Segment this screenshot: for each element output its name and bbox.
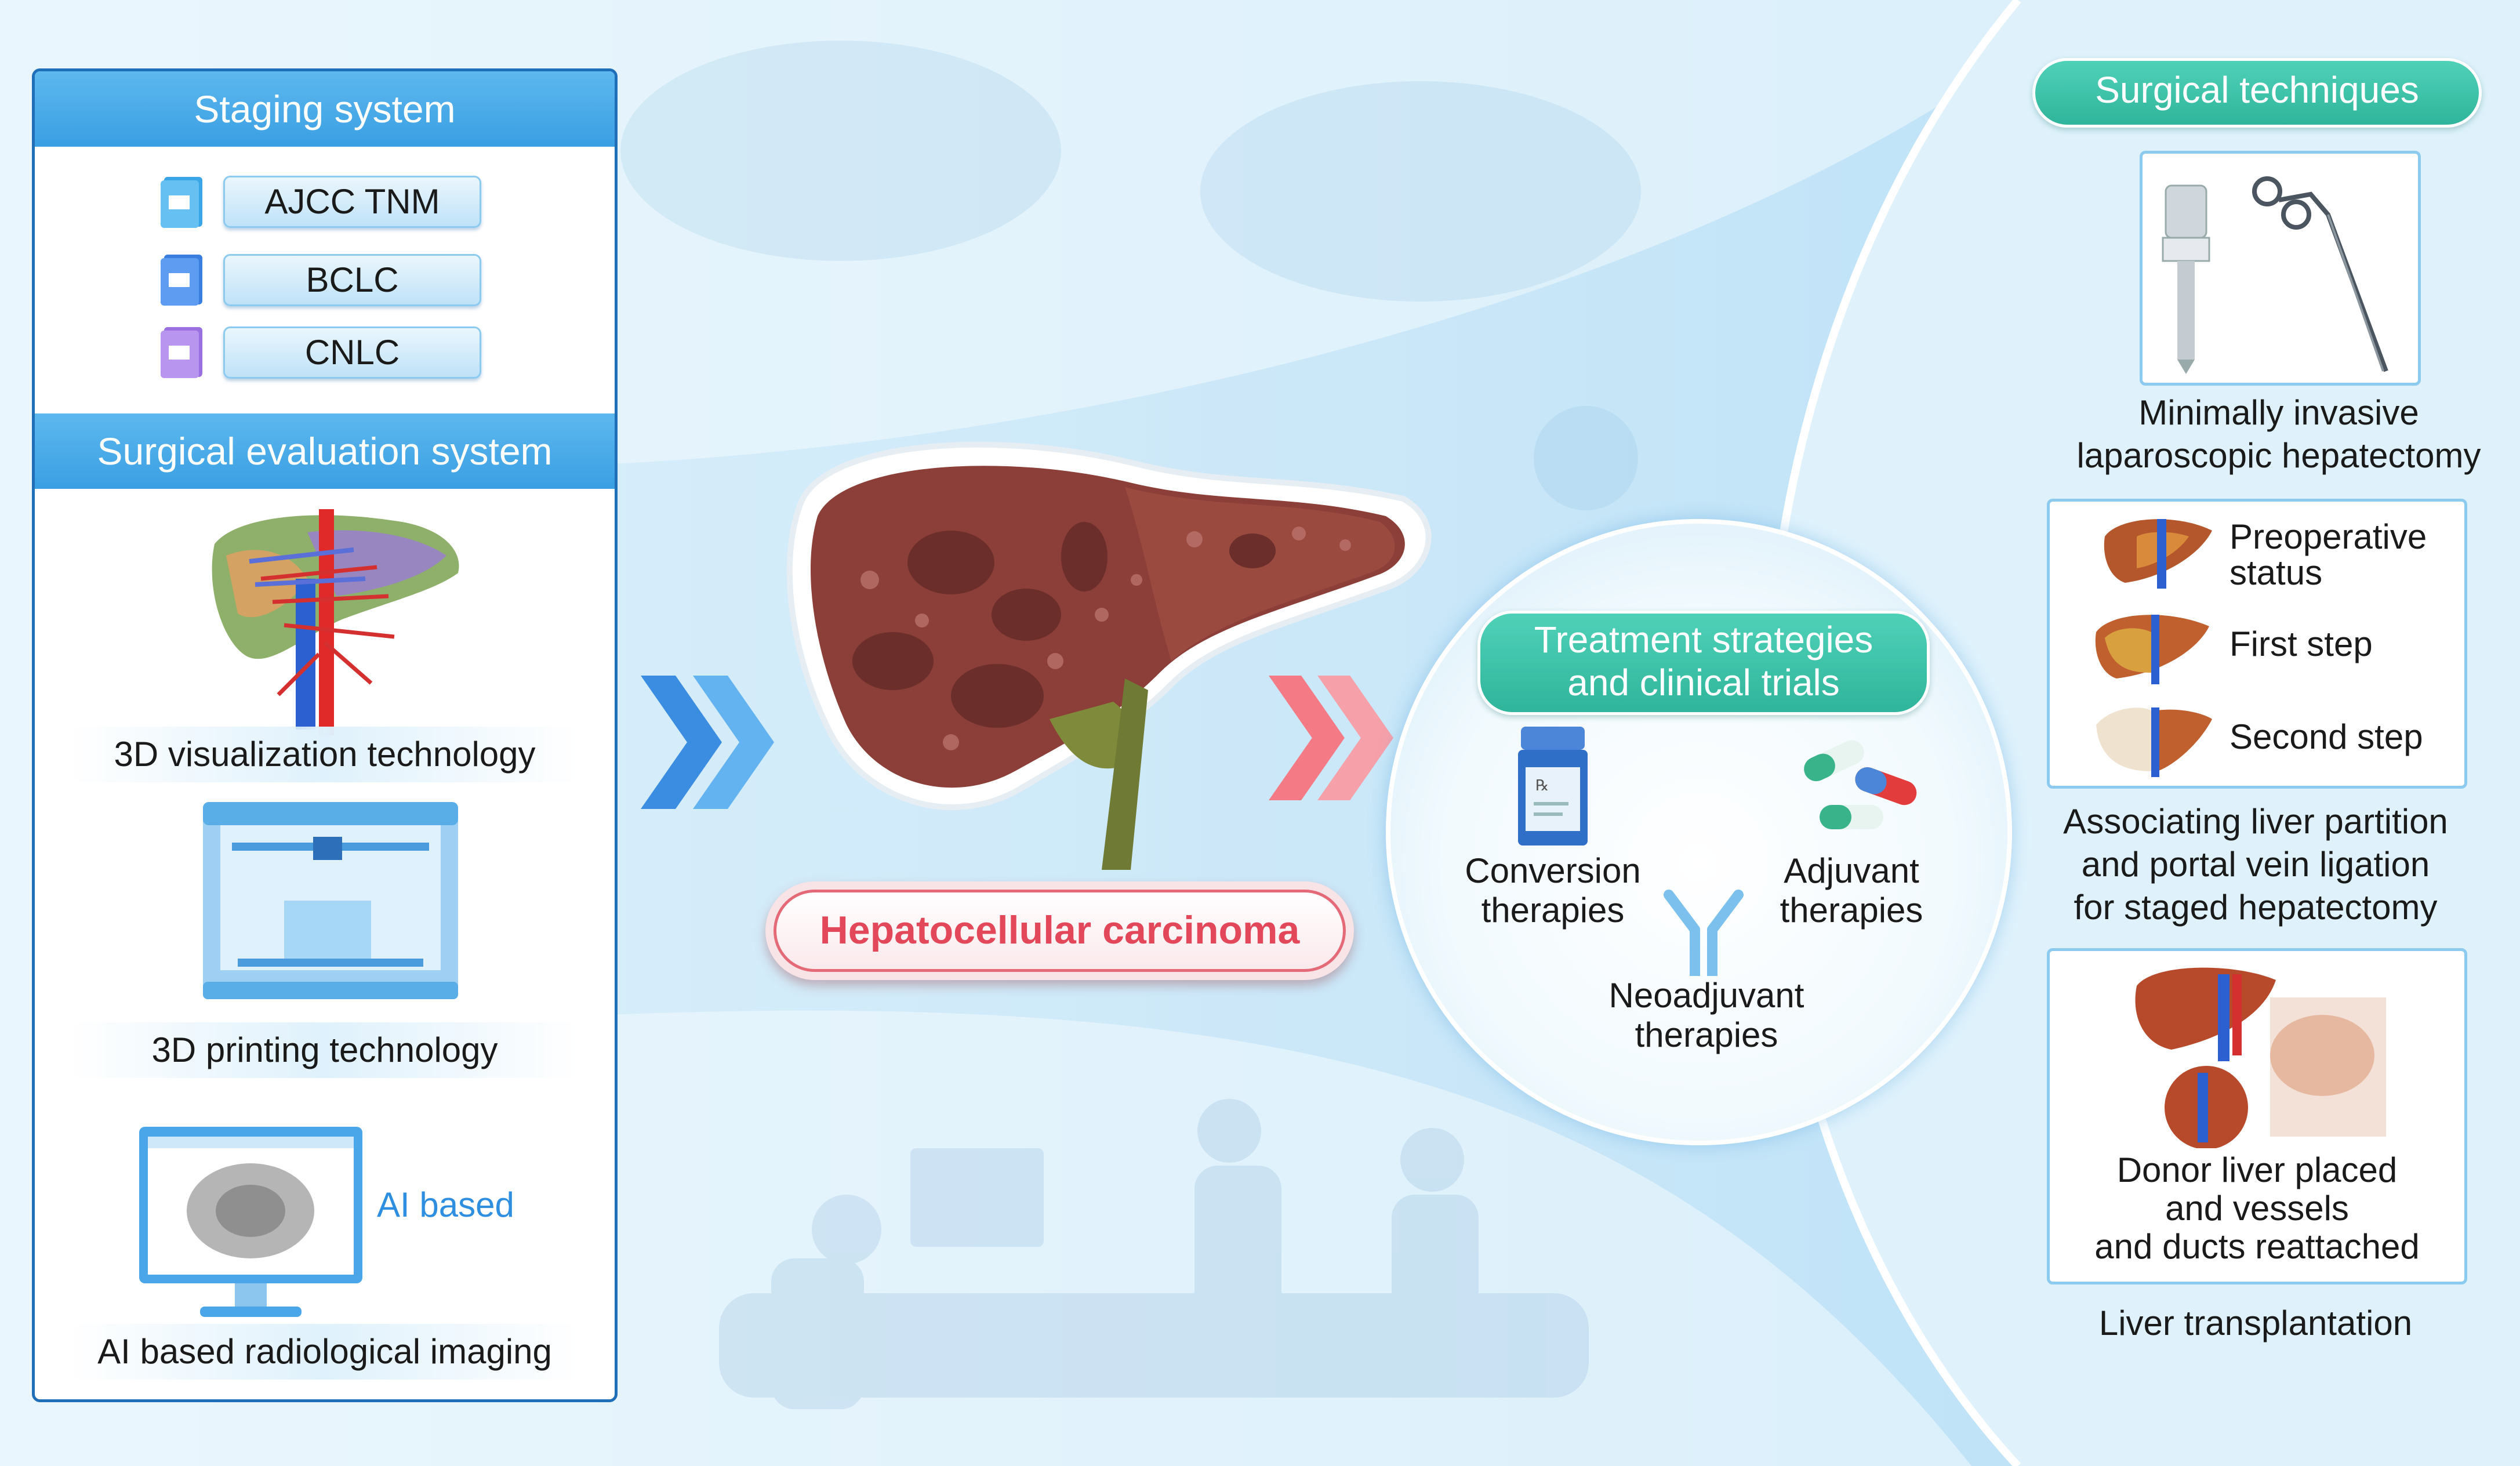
laparoscopic-instruments-icon <box>2162 176 2388 374</box>
laparoscopic-image-box <box>2140 151 2421 386</box>
neoadjuvant-line1: Neoadjuvant <box>1608 976 1804 1015</box>
liver-transplant-icon <box>2135 967 2386 1148</box>
left-panel: Staging system AJCC TNM BCLC CNLC Surgic… <box>32 68 618 1402</box>
preoperative-line1: Preoperative <box>2229 517 2427 556</box>
liver-preoperative-icon <box>2104 519 2212 589</box>
hcc-label-pill: Hepatocellular carcinoma <box>765 881 1354 980</box>
laparoscopic-line2: laparoscopic hepatectomy <box>2076 436 2481 475</box>
conversion-line2: therapies <box>1481 891 1625 930</box>
capsules-icon <box>1804 740 1917 829</box>
treatment-title-line2: and clinical trials <box>1567 662 1840 703</box>
preoperative-line2: status <box>2229 553 2323 592</box>
surgical-evaluation-title: Surgical evaluation system <box>35 413 615 489</box>
3d-printer-icon <box>203 802 458 999</box>
treatment-title-line1: Treatment strategies <box>1534 619 1873 661</box>
second-step-label: Second step <box>2229 717 2423 756</box>
donor-line3: and ducts reattached <box>2094 1227 2420 1266</box>
ajcc-tnm-button[interactable]: AJCC TNM <box>223 176 481 228</box>
laparoscopic-line1: Minimally invasive <box>2138 393 2419 432</box>
cnlc-button[interactable]: CNLC <box>223 326 481 379</box>
neoadjuvant-line2: therapies <box>1635 1015 1778 1054</box>
3d-liver-visualization-icon <box>212 509 459 735</box>
conversion-therapies-label: Conversion therapies <box>1437 851 1669 930</box>
alpps-line2: and portal vein ligation <box>2081 845 2430 884</box>
ai-imaging-caption: AI based radiological imaging <box>70 1324 580 1380</box>
book-icon-ajcc <box>161 177 202 228</box>
3d-printing-caption: 3D printing technology <box>70 1022 580 1078</box>
book-icon-cnlc <box>161 327 202 378</box>
surgical-techniques-title: Surgical techniques <box>2032 58 2482 128</box>
liver-second-step-icon <box>2096 707 2212 777</box>
antibody-icon <box>1664 890 1744 976</box>
adjuvant-line2: therapies <box>1780 891 1923 930</box>
liver-transplant-box: Donor liver placed and vessels and ducts… <box>2047 948 2467 1284</box>
first-step-label: First step <box>2229 625 2373 663</box>
3d-visualization-caption: 3D visualization technology <box>70 727 580 782</box>
donor-liver-caption: Donor liver placed and vessels and ducts… <box>2050 1151 2464 1266</box>
alpps-steps-box: Preoperative status First step Second st… <box>2047 499 2467 789</box>
monitor-icon <box>139 1127 362 1317</box>
ai-based-label: AI based <box>377 1185 514 1224</box>
blue-chevron-arrows <box>641 676 774 809</box>
treatment-circle: Treatment strategies and clinical trials… <box>1386 519 2012 1145</box>
liver-illustration <box>786 441 1432 870</box>
alpps-line1: Associating liver partition <box>2063 802 2448 841</box>
bclc-button[interactable]: BCLC <box>223 254 481 306</box>
donor-line2: and vessels <box>2165 1189 2349 1228</box>
alpps-caption: Associating liver partition and portal v… <box>1995 800 2517 929</box>
book-icon-bclc <box>161 255 202 306</box>
laparoscopic-caption: Minimally invasive laparoscopic hepatect… <box>2018 391 2520 477</box>
pill-bottle-icon: ℞ <box>1518 727 1588 846</box>
alpps-line3: for staged hepatectomy <box>2074 888 2438 927</box>
staging-system-title: Staging system <box>35 71 615 147</box>
treatment-title-pill: Treatment strategies and clinical trials <box>1477 611 1930 715</box>
liver-transplantation-caption: Liver transplantation <box>2098 1304 2413 1342</box>
neoadjuvant-therapies-label: Neoadjuvant therapies <box>1591 976 1822 1055</box>
conversion-line1: Conversion <box>1465 851 1641 890</box>
liver-first-step-icon <box>2095 615 2209 684</box>
preoperative-status-label: Preoperative status <box>2229 519 2427 591</box>
svg-text:℞: ℞ <box>1535 777 1549 794</box>
adjuvant-therapies-label: Adjuvant therapies <box>1756 851 1947 930</box>
donor-line1: Donor liver placed <box>2116 1151 2398 1189</box>
hcc-label: Hepatocellular carcinoma <box>774 890 1346 972</box>
adjuvant-line1: Adjuvant <box>1784 851 1919 890</box>
red-chevron-arrows <box>1269 676 1393 800</box>
